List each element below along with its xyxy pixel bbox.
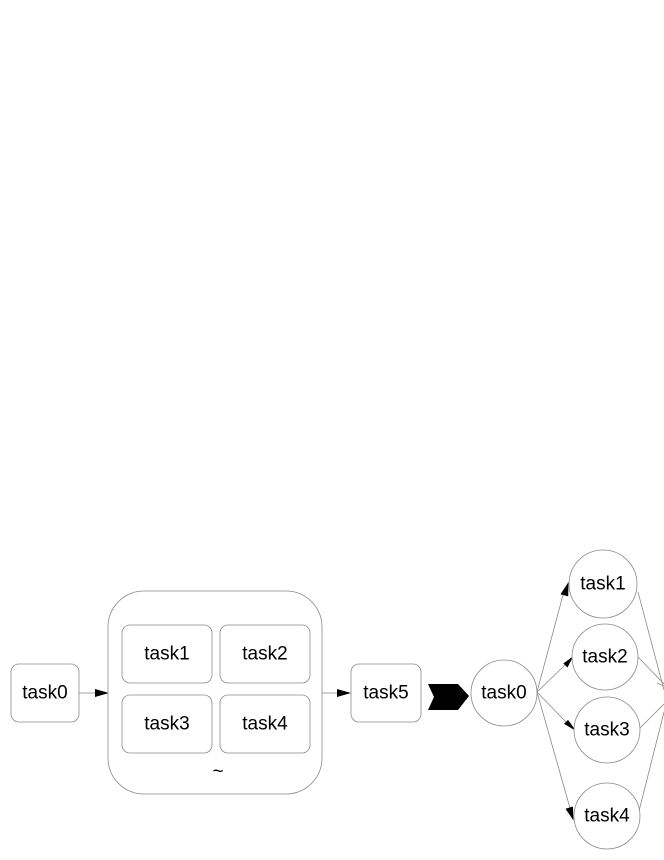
left-start-node: task0 bbox=[10, 663, 80, 723]
branch-node-2-label: task2 bbox=[582, 647, 627, 668]
left-start-label: task0 bbox=[22, 683, 67, 704]
branch-node-1: task1 bbox=[568, 549, 638, 619]
branch-node-2: task2 bbox=[571, 623, 639, 691]
group-task-4-label: task4 bbox=[242, 714, 288, 735]
fanout-edges bbox=[536, 582, 576, 821]
branch-node-3: task3 bbox=[573, 696, 641, 764]
branch-node-3-label: task3 bbox=[584, 720, 629, 741]
group-task-2-label: task2 bbox=[242, 644, 287, 665]
right-start-label: task0 bbox=[481, 683, 526, 704]
right-start-node: task0 bbox=[470, 659, 538, 727]
group-task-1: task1 bbox=[121, 624, 213, 684]
branch-node-1-label: task1 bbox=[580, 574, 625, 595]
group-task-3-label: task3 bbox=[144, 714, 189, 735]
left-end-label: task5 bbox=[363, 683, 408, 704]
group-task-3: task3 bbox=[121, 694, 213, 754]
offscreen-edges bbox=[637, 591, 664, 816]
group-task-4: task4 bbox=[219, 694, 311, 754]
branch-node-4: task4 bbox=[573, 782, 641, 850]
transform-arrow-icon bbox=[428, 684, 469, 710]
branch-node-4-label: task4 bbox=[584, 806, 630, 827]
left-end-node: task5 bbox=[350, 663, 422, 723]
group-task-1-label: task1 bbox=[144, 644, 189, 665]
edge-start-to-group bbox=[79, 689, 109, 697]
parallel-group: task1 task2 task3 task4 ~ bbox=[107, 590, 323, 795]
group-task-2: task2 bbox=[219, 624, 311, 684]
edge-group-to-end bbox=[322, 689, 351, 697]
group-marker: ~ bbox=[212, 762, 223, 783]
